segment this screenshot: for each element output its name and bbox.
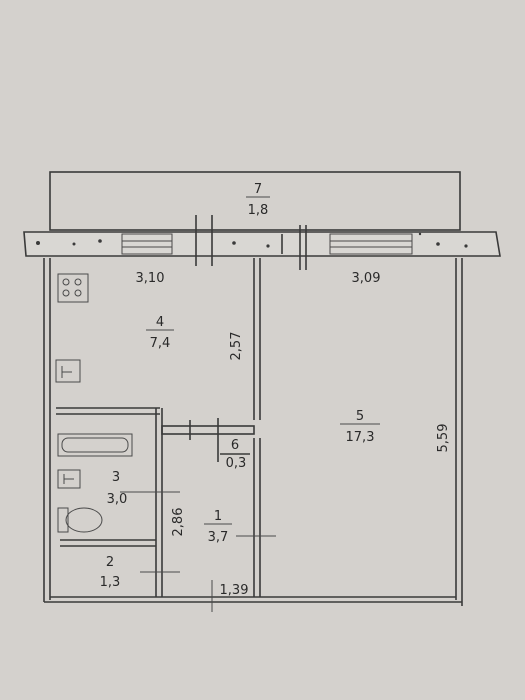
room-7-area: 1,8: [248, 203, 269, 218]
balcony-door: [195, 215, 307, 270]
room-2-number: 2: [106, 555, 114, 570]
corridor-partition: [161, 418, 255, 462]
room-7-number: 7: [254, 182, 262, 197]
washbasin-icon: [57, 469, 81, 489]
kitchen-depth-label: 2,57: [229, 332, 244, 361]
room-5-number: 5: [356, 409, 364, 424]
balcony-outline: [49, 171, 461, 231]
bathtub-icon: [57, 433, 133, 457]
stove-icon: [57, 273, 89, 303]
corridor-depth-label: 2,86: [171, 508, 186, 537]
room-4-number: 4: [156, 315, 164, 330]
window-room: [329, 233, 413, 255]
room-2-area: 1,3: [100, 575, 121, 590]
toilet-icon: [57, 507, 103, 533]
room-6-area: 0,3: [226, 456, 247, 471]
room-3-number: 3: [112, 470, 120, 485]
corridor-width-label: 1,39: [220, 583, 249, 598]
room-width-label: 3,09: [352, 271, 381, 286]
facade-wall: [23, 231, 501, 257]
room-1-number: 1: [214, 509, 222, 524]
room-depth-label: 5,59: [436, 424, 451, 453]
wall-hatching: [36, 232, 468, 248]
room-4-area: 7,4: [150, 336, 171, 351]
dimension-ticks: [120, 491, 276, 612]
outer-walls: [43, 258, 463, 606]
room-3-area: 3,0: [107, 492, 128, 507]
room-6-number: 6: [231, 438, 239, 453]
sink-icon: [55, 359, 81, 383]
kitchen-width-label: 3,10: [136, 271, 165, 286]
room-5-area: 17,3: [346, 430, 375, 445]
bathroom-walls: [56, 407, 163, 597]
window-kitchen: [121, 233, 173, 255]
partition-main: [253, 258, 261, 597]
room-1-area: 3,7: [208, 530, 229, 545]
